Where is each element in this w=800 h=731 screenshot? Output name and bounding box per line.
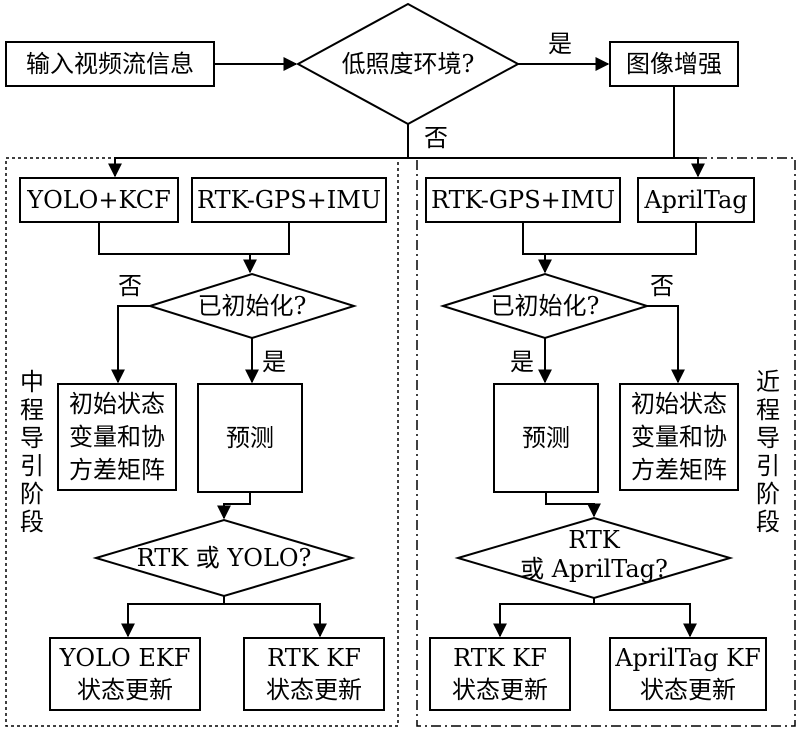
rtk-kf-left-line: RTK KF (267, 644, 361, 672)
rtk-gps-imu-left-box (191, 177, 387, 223)
edge-enhance-to-apriltag (673, 86, 705, 178)
short-range-char: 段 (756, 508, 780, 536)
no-label-enhance: 否 (424, 124, 448, 152)
yolo-ekf-box (49, 637, 201, 711)
mid-range-char: 程 (20, 396, 44, 424)
rtk-gps-imu-right-box (425, 177, 621, 223)
predict-left-label: 预测 (226, 424, 274, 452)
rtk-kf-left-box (243, 637, 385, 711)
init-state-right-line: 初始状态 (631, 390, 727, 418)
edge-choose-right-to-rtk-kf (493, 598, 595, 638)
init-left-decision (146, 272, 358, 340)
short-range-char: 近 (756, 368, 780, 396)
yolo-kcf-box (19, 177, 179, 223)
apriltag-kf-line: AprilTag KF (614, 644, 761, 672)
predict-right-label: 预测 (522, 424, 570, 452)
rtk-kf-right-box (429, 637, 571, 711)
edge-choose-left-to-rtk-kf (224, 603, 327, 638)
init-state-right-box (619, 383, 739, 491)
edge-predict-to-choose-left (217, 492, 251, 520)
init-state-right-line: 方差矩阵 (631, 456, 727, 484)
mid-range-char: 段 (20, 508, 44, 536)
choose-left-label: RTK 或 YOLO? (137, 544, 312, 572)
apriltag-kf-line: 状态更新 (640, 676, 736, 704)
edge-init-left-no (111, 305, 150, 384)
apriltag-label: AprilTag (643, 186, 747, 214)
low-light-label: 低照度环境? (342, 50, 475, 78)
yes-label-left: 是 (262, 348, 286, 376)
short-range-label: 近 程 导 引 阶 段 (756, 368, 780, 536)
apriltag-box (637, 177, 755, 223)
init-state-left-line: 初始状态 (69, 390, 165, 418)
mid-range-char: 引 (20, 452, 44, 480)
edge-no-to-yolo (108, 157, 408, 178)
image-enhance-label: 图像增强 (626, 50, 722, 78)
init-state-left-line: 方差矩阵 (69, 456, 165, 484)
yes-label-right: 是 (510, 348, 534, 376)
no-label-right: 否 (650, 272, 674, 300)
predict-left-box (197, 383, 303, 493)
edge-init-right-no (647, 305, 685, 384)
no-label-left: 否 (118, 272, 142, 300)
short-range-char: 引 (756, 452, 780, 480)
input-video-box (5, 41, 215, 87)
choose-left-decision (92, 518, 356, 598)
yolo-kcf-label: YOLO+KCF (26, 186, 171, 214)
edge-right-merge (522, 222, 697, 255)
predict-right-box (493, 383, 599, 493)
mid-range-char: 导 (20, 424, 44, 452)
short-range-char: 程 (756, 396, 780, 424)
short-range-char: 导 (756, 424, 780, 452)
yolo-ekf-line: YOLO EKF (59, 644, 191, 672)
init-left-label: 已初始化? (198, 292, 307, 320)
edge-choose-left-to-yolo-ekf (121, 596, 225, 638)
choose-right-line: RTK (568, 526, 621, 554)
edge-predict-to-choose-right (545, 492, 601, 518)
mid-range-char: 中 (20, 368, 44, 396)
edge-left-merge (98, 222, 290, 255)
init-right-label: 已初始化? (491, 292, 600, 320)
short-range-char: 阶 (756, 480, 780, 508)
rtk-gps-imu-right-label: RTK-GPS+IMU (431, 186, 615, 214)
init-state-left-box (57, 383, 177, 491)
yolo-ekf-line: 状态更新 (77, 676, 173, 704)
apriltag-kf-box (609, 637, 767, 711)
rtk-kf-left-line: 状态更新 (266, 676, 362, 704)
edge-choose-right-to-apriltag-kf (594, 603, 697, 638)
yes-label-enhance: 是 (548, 30, 572, 58)
init-state-right-line: 变量和协 (631, 423, 727, 451)
choose-right-decision (454, 516, 734, 600)
init-state-left-line: 变量和协 (69, 423, 165, 451)
rtk-kf-right-line: 状态更新 (452, 676, 548, 704)
rtk-gps-imu-left-label: RTK-GPS+IMU (197, 186, 381, 214)
choose-right-line: 或 AprilTag? (520, 555, 668, 583)
mid-range-char: 阶 (20, 480, 44, 508)
mid-range-label: 中 程 导 引 阶 段 (20, 368, 44, 536)
rtk-kf-right-line: RTK KF (453, 644, 547, 672)
input-video-label: 输入视频流信息 (26, 50, 194, 78)
